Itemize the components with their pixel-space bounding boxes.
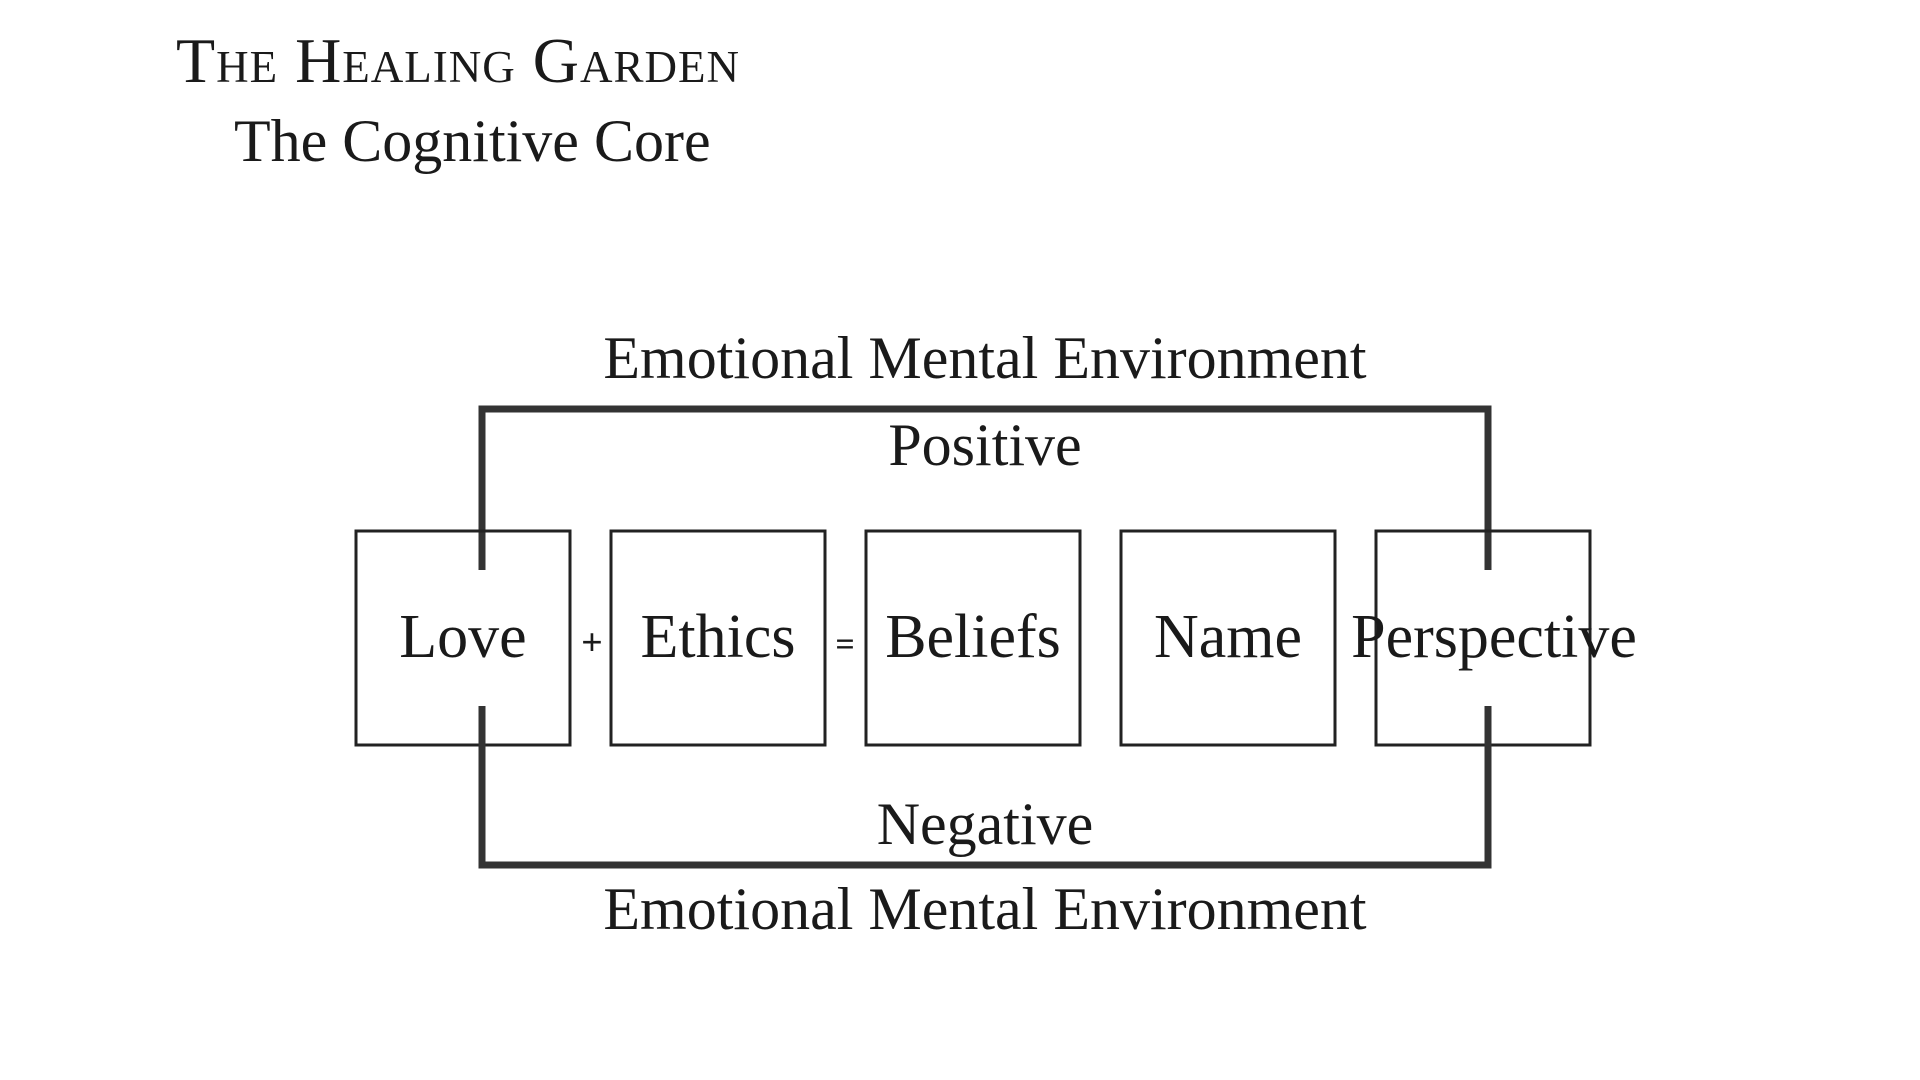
name-label: Name	[1154, 603, 1302, 671]
positive-label: Positive	[888, 412, 1081, 478]
perspective-label: Perspective	[1351, 603, 1637, 671]
bottom-environment-label: Emotional Mental Environment	[603, 876, 1367, 942]
equals-operator: =	[835, 626, 854, 663]
love-label: Love	[399, 603, 526, 671]
negative-label: Negative	[877, 791, 1094, 857]
name-box	[1119, 529, 1337, 747]
diagram-subtitle: The Cognitive Core	[234, 108, 711, 174]
beliefs-label: Beliefs	[885, 603, 1061, 671]
ethics-box	[609, 529, 827, 747]
perspective-box	[1374, 529, 1592, 747]
diagram-title: The Healing Garden	[176, 25, 740, 96]
love-box	[354, 529, 572, 747]
ethics-label: Ethics	[641, 603, 796, 671]
plus-operator: +	[581, 622, 603, 664]
positive-loop-connector	[478, 405, 1492, 570]
negative-loop-connector	[478, 706, 1492, 869]
beliefs-box	[864, 529, 1082, 747]
top-environment-label: Emotional Mental Environment	[603, 325, 1367, 391]
